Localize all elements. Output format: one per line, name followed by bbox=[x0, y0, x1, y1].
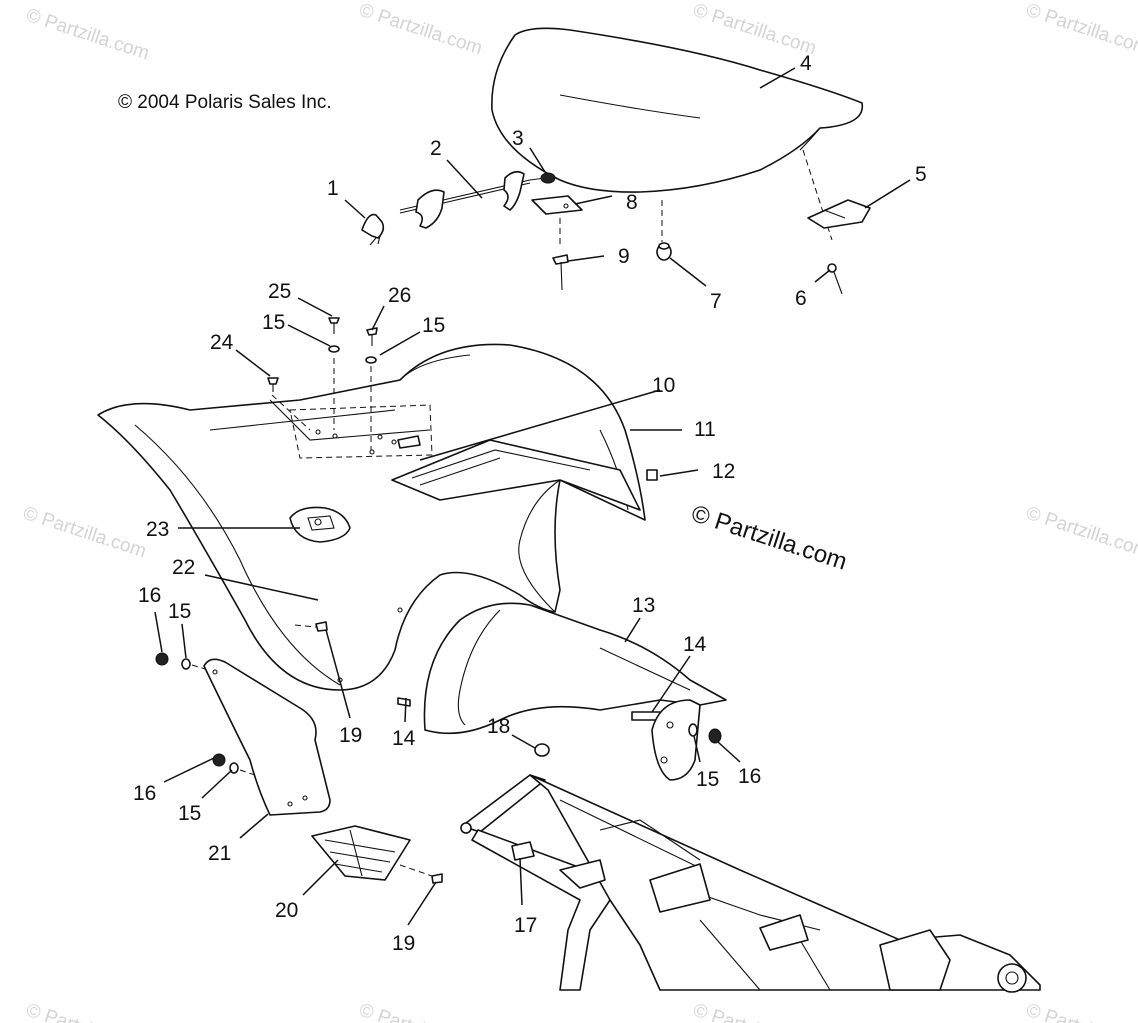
mudguard-13-part bbox=[423, 602, 727, 735]
callout-16-c: 16 bbox=[738, 765, 761, 788]
callout-labels: 1 2 3 4 5 6 7 8 9 10 11 12 13 14 14 15 1… bbox=[133, 52, 927, 955]
seat-bracket-part bbox=[807, 199, 871, 229]
watermark-9: © Partzilla.com bbox=[356, 1000, 484, 1023]
fasteners-top bbox=[267, 317, 378, 392]
rear-fender-part bbox=[97, 343, 646, 691]
footrest-20-part bbox=[311, 825, 411, 881]
callout-19-b: 19 bbox=[392, 932, 415, 955]
clip-12-part bbox=[646, 469, 658, 481]
callout-21: 21 bbox=[208, 842, 231, 865]
callout-24: 24 bbox=[210, 331, 234, 354]
callout-15-d: 15 bbox=[178, 802, 201, 825]
callout-15-e: 15 bbox=[696, 768, 719, 791]
callout-16-b: 16 bbox=[133, 782, 156, 805]
plate-23-part bbox=[289, 506, 351, 543]
copyright-text: © 2004 Polaris Sales Inc. bbox=[118, 92, 332, 113]
callout-14-right: 14 bbox=[683, 633, 707, 656]
frame-17-part bbox=[460, 774, 1041, 993]
callout-10: 10 bbox=[652, 374, 675, 397]
plate-8-part bbox=[531, 195, 583, 245]
callout-11: 11 bbox=[694, 418, 716, 441]
callout-4: 4 bbox=[800, 52, 812, 75]
callout-25: 25 bbox=[268, 280, 291, 303]
leader-lines bbox=[154, 67, 911, 926]
seat-part bbox=[491, 27, 864, 242]
callout-7: 7 bbox=[710, 290, 722, 313]
callout-2: 2 bbox=[430, 137, 442, 160]
mudflap-21-part bbox=[203, 658, 331, 816]
bumper-7-part bbox=[656, 242, 672, 261]
fasteners-left bbox=[155, 652, 271, 781]
grommet-18-part bbox=[534, 743, 550, 757]
callout-14-left: 14 bbox=[392, 727, 416, 750]
callout-12: 12 bbox=[712, 460, 735, 483]
watermark-1: © Partzilla.com bbox=[23, 5, 151, 65]
callout-9: 9 bbox=[618, 245, 630, 268]
callout-20: 20 bbox=[275, 899, 298, 922]
watermark-5: © Partzilla.com bbox=[20, 503, 148, 563]
watermark-2: © Partzilla.com bbox=[356, 0, 484, 59]
bracket-right-part bbox=[651, 699, 722, 781]
callout-26: 26 bbox=[388, 284, 411, 307]
watermark-8: © Partzilla.com bbox=[23, 1000, 151, 1023]
callout-16-a: 16 bbox=[138, 584, 161, 607]
watermark-4: © Partzilla.com bbox=[1023, 0, 1138, 59]
latch-rod-part bbox=[399, 170, 546, 229]
callout-17: 17 bbox=[514, 914, 537, 937]
callout-23: 23 bbox=[146, 518, 169, 541]
callout-5: 5 bbox=[915, 163, 927, 186]
callout-3: 3 bbox=[512, 127, 524, 150]
callout-15-a: 15 bbox=[262, 311, 285, 334]
watermark-3: © Partzilla.com bbox=[690, 0, 818, 59]
partzilla-brand: © Partzilla.com bbox=[688, 500, 850, 576]
watermark-10: © Partzilla.com bbox=[690, 1000, 818, 1023]
callout-15-b: 15 bbox=[422, 314, 445, 337]
callout-19-a: 19 bbox=[339, 724, 362, 747]
callout-18: 18 bbox=[487, 715, 510, 738]
screw-9-part bbox=[552, 254, 569, 291]
spring-1-part bbox=[361, 213, 385, 246]
callout-15-c: 15 bbox=[168, 600, 191, 623]
watermark-11: © Partzilla.com bbox=[1023, 1000, 1138, 1023]
knob-3-part bbox=[540, 172, 556, 184]
callout-8: 8 bbox=[626, 191, 638, 214]
callout-1: 1 bbox=[327, 177, 339, 200]
callout-6: 6 bbox=[795, 287, 807, 310]
screw-6-part bbox=[827, 263, 843, 295]
callout-13: 13 bbox=[632, 594, 655, 617]
callout-22: 22 bbox=[172, 556, 195, 579]
watermark-7: © Partzilla.com bbox=[1023, 503, 1138, 563]
